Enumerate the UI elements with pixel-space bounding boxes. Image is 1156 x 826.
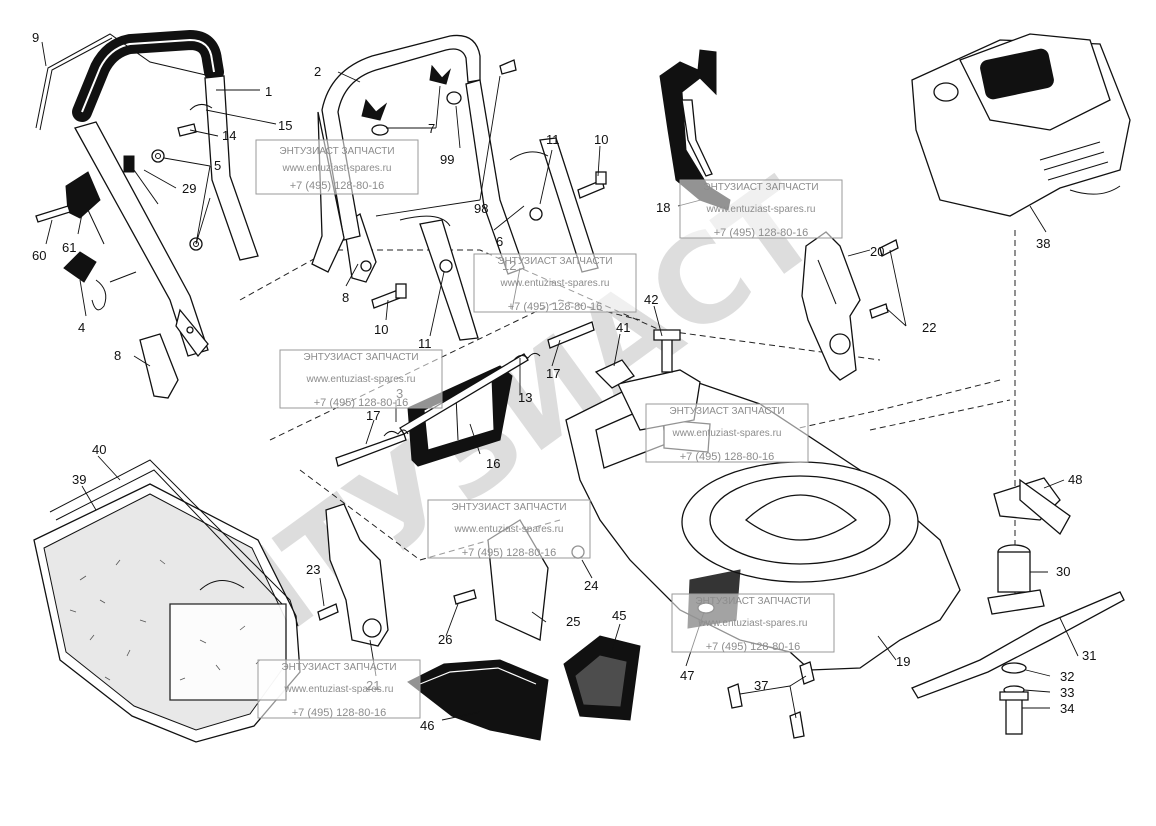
hardware-small	[151, 104, 213, 251]
label-part-10-right: 10	[594, 132, 608, 147]
label-part-41: 41	[616, 320, 630, 335]
label-part-99: 99	[440, 152, 454, 167]
label-part-25: 25	[566, 614, 580, 629]
label-part-48: 48	[1068, 472, 1082, 487]
stamp-phone: +7 (495) 128-80-16	[462, 547, 556, 559]
engine	[911, 33, 1131, 217]
label-part-17-left: 17	[366, 408, 380, 423]
stamp-url: www.entuziast-spares.ru	[306, 374, 416, 385]
label-part-16: 16	[486, 456, 500, 471]
label-part-13: 13	[518, 390, 532, 405]
stamp-phone: +7 (495) 128-80-16	[714, 227, 808, 239]
grass-catcher	[33, 459, 301, 743]
throttle-control	[35, 155, 159, 245]
label-part-98: 98	[474, 201, 488, 216]
stamp-name: ЭНТУЗИАСТ ЗАПЧАСТИ	[279, 146, 394, 157]
stamp-url: www.entuziast-spares.ru	[706, 204, 816, 215]
label-part-19: 19	[896, 654, 910, 669]
label-part-23: 23	[306, 562, 320, 577]
label-part-26: 26	[438, 632, 452, 647]
label-part-39: 39	[72, 472, 86, 487]
dealer-stamp: ЭНТУЗИАСТ ЗАПЧАСТИ www.entuziast-spares.…	[671, 593, 835, 653]
dealer-stamp: ЭНТУЗИАСТ ЗАПЧАСТИ www.entuziast-spares.…	[473, 253, 637, 313]
stamp-name: ЭНТУЗИАСТ ЗАПЧАСТИ	[451, 502, 566, 513]
stamp-name: ЭНТУЗИАСТ ЗАПЧАСТИ	[497, 256, 612, 267]
label-part-37: 37	[754, 678, 768, 693]
stamp-url: www.entuziast-spares.ru	[284, 684, 394, 695]
blade-assembly	[911, 477, 1125, 735]
label-part-32: 32	[1060, 669, 1074, 684]
label-part-11-left: 11	[418, 336, 432, 351]
label-part-34: 34	[1060, 701, 1074, 716]
handle-bolts	[371, 59, 607, 309]
label-part-29: 29	[182, 181, 196, 196]
label-part-22: 22	[922, 320, 936, 335]
label-part-18: 18	[656, 200, 670, 215]
stamp-name: ЭНТУЗИАСТ ЗАПЧАСТИ	[703, 182, 818, 193]
label-part-42: 42	[644, 292, 658, 307]
dealer-stamp: ЭНТУЗИАСТ ЗАПЧАСТИ www.entuziast-spares.…	[427, 499, 591, 559]
label-part-46: 46	[420, 718, 434, 733]
stamp-phone: +7 (495) 128-80-16	[680, 451, 774, 463]
label-part-9: 9	[32, 30, 39, 45]
stamp-name: ЭНТУЗИАСТ ЗАПЧАСТИ	[281, 662, 396, 673]
stamp-phone: +7 (495) 128-80-16	[292, 707, 386, 719]
stamp-phone: +7 (495) 128-80-16	[508, 301, 602, 313]
stamp-url: www.entuziast-spares.ru	[500, 278, 610, 289]
label-part-60: 60	[32, 248, 46, 263]
label-part-40: 40	[92, 442, 106, 457]
label-part-17-right: 17	[546, 366, 560, 381]
stamp-url: www.entuziast-spares.ru	[282, 163, 392, 174]
label-part-14: 14	[222, 128, 236, 143]
label-part-7: 7	[428, 121, 435, 136]
upper-handle	[72, 29, 259, 358]
stamp-name: ЭНТУЗИАСТ ЗАПЧАСТИ	[669, 406, 784, 417]
label-part-2: 2	[314, 64, 321, 79]
label-part-47: 47	[680, 668, 694, 683]
label-part-8-left: 8	[114, 348, 121, 363]
label-part-6: 6	[496, 234, 503, 249]
stamp-url: www.entuziast-spares.ru	[672, 428, 782, 439]
dealer-stamp: ЭНТУЗИАСТ ЗАПЧАСТИ www.entuziast-spares.…	[679, 179, 843, 239]
label-part-4: 4	[78, 320, 85, 335]
label-part-24: 24	[584, 578, 598, 593]
label-part-61: 61	[62, 240, 76, 255]
control-cable	[35, 33, 211, 131]
rear-flap	[335, 321, 595, 467]
stamp-name: ЭНТУЗИАСТ ЗАПЧАСТИ	[303, 352, 418, 363]
handle-knob	[63, 251, 137, 311]
dealer-stamp: ЭНТУЗИАСТ ЗАПЧАСТИ www.entuziast-spares.…	[645, 403, 809, 463]
dealer-stamp: ЭНТУЗИАСТ ЗАПЧАСТИ www.entuziast-spares.…	[255, 139, 419, 195]
dealer-stamp: ЭНТУЗИАСТ ЗАПЧАСТИ www.entuziast-spares.…	[279, 349, 443, 409]
stamp-url: www.entuziast-spares.ru	[698, 618, 808, 629]
stamp-phone: +7 (495) 128-80-16	[706, 641, 800, 653]
label-part-5: 5	[214, 158, 221, 173]
misc-small-parts	[594, 329, 815, 739]
label-part-38: 38	[1036, 236, 1050, 251]
label-part-33: 33	[1060, 685, 1074, 700]
label-part-1: 1	[265, 84, 272, 99]
label-part-30: 30	[1056, 564, 1070, 579]
rear-wheel-bracket	[801, 231, 899, 381]
stamp-phone: +7 (495) 128-80-16	[290, 180, 384, 192]
lower-handle	[311, 34, 599, 341]
stamp-url: www.entuziast-spares.ru	[454, 524, 564, 535]
stamp-phone: +7 (495) 128-80-16	[314, 397, 408, 409]
label-part-20: 20	[870, 244, 884, 259]
label-part-10-left: 10	[374, 322, 388, 337]
dealer-stamp: ЭНТУЗИАСТ ЗАПЧАСТИ www.entuziast-spares.…	[257, 659, 421, 719]
stamp-name: ЭНТУЗИАСТ ЗАПЧАСТИ	[695, 596, 810, 607]
label-part-45: 45	[612, 608, 626, 623]
label-part-8-mid: 8	[342, 290, 349, 305]
label-part-11-right: 11	[546, 132, 560, 147]
label-part-31: 31	[1082, 648, 1096, 663]
front-wheel-bracket	[317, 503, 389, 647]
label-part-15: 15	[278, 118, 292, 133]
